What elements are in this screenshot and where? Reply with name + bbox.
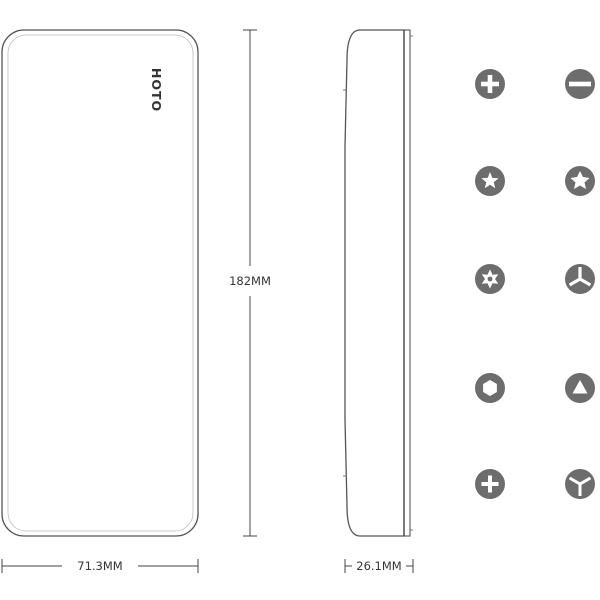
case-front-view: HOTO	[1, 29, 199, 537]
height-dimension: 182MM	[229, 29, 271, 537]
slotted-bit-icon	[565, 69, 595, 99]
brand-logo: HOTO	[149, 68, 164, 112]
depth-dimension: 26.1MM	[344, 559, 414, 573]
y-tip-bit-icon	[565, 469, 595, 499]
bit-icons-grid	[475, 69, 595, 499]
phillips-bit-icon	[475, 69, 505, 99]
height-label: 182MM	[229, 274, 271, 288]
triangle-bit-icon	[565, 373, 595, 403]
pozidriv-bit-icon	[475, 469, 505, 499]
torx-bit-icon	[475, 166, 505, 196]
depth-label: 26.1MM	[356, 559, 401, 573]
width-label: 71.3MM	[77, 559, 122, 573]
width-dimension: 71.3MM	[1, 559, 199, 573]
security-torx-bit-icon	[475, 264, 505, 294]
case-side-view	[343, 29, 413, 537]
tri-wing-bit-icon	[565, 264, 595, 294]
pentalobe-bit-icon	[565, 166, 595, 196]
hex-bit-icon	[475, 373, 505, 403]
